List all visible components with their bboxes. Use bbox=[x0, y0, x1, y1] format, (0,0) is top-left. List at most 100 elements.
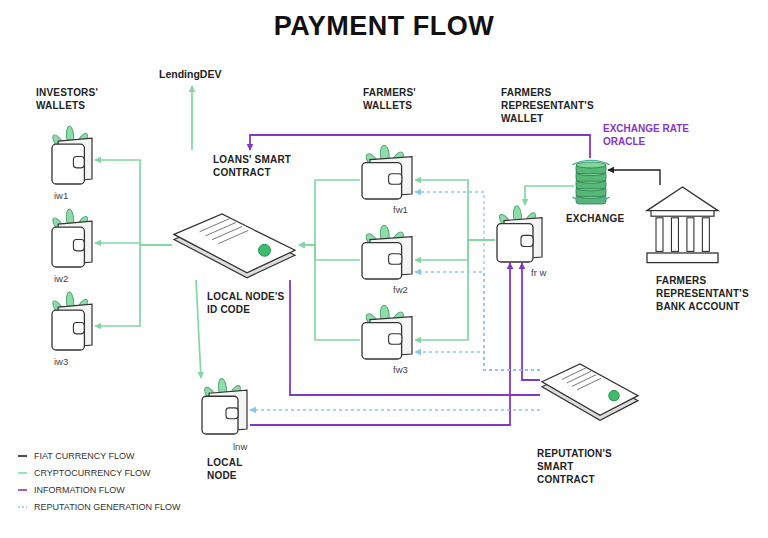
wallet-icon bbox=[50, 208, 95, 268]
wallet-icon bbox=[360, 145, 415, 200]
wallet-flap bbox=[389, 254, 402, 264]
wallet-node: FARMERS REPRESENTANT'S WALLETfr w bbox=[495, 205, 545, 263]
group-heading: INVESTORS' WALLETS bbox=[35, 86, 109, 112]
crypto-connector bbox=[191, 86, 193, 150]
crypto-connector bbox=[299, 245, 360, 260]
bank-node: FARMERS REPRESENTANT'S BANK ACCOUNT bbox=[645, 185, 720, 265]
wallet-node: iw2 bbox=[50, 208, 95, 268]
fiat-connector bbox=[608, 170, 660, 185]
tablet-icon bbox=[172, 212, 297, 278]
wallet-body bbox=[52, 144, 84, 184]
wallet-icon bbox=[50, 125, 95, 185]
legend-line bbox=[18, 455, 27, 457]
legend-text: REPUTATION GENERATION FLOW bbox=[34, 501, 181, 513]
wallet-node: iw3 bbox=[50, 291, 95, 351]
crypto-connector bbox=[299, 180, 360, 245]
wallet-icon bbox=[50, 291, 95, 351]
wallet-body bbox=[362, 163, 402, 199]
crypto-connector bbox=[525, 186, 574, 205]
wallet-body bbox=[497, 224, 533, 262]
node-label: iw1 bbox=[53, 189, 69, 202]
crypto-connector bbox=[415, 240, 495, 260]
coin-top bbox=[576, 162, 606, 168]
node-label: iw2 bbox=[53, 272, 69, 285]
info-connector bbox=[250, 135, 590, 158]
diagram-title: PAYMENT FLOW bbox=[0, 11, 768, 42]
rep-connector bbox=[250, 409, 540, 410]
wallet-icon bbox=[360, 225, 415, 280]
legend-line bbox=[18, 489, 27, 491]
rep-connector bbox=[415, 272, 540, 370]
legend-text: FIAT CURRENCY FLOW bbox=[34, 450, 135, 462]
exchange-node: EXCHANGE RATE ORACLEEXCHANGE bbox=[574, 158, 608, 204]
wallet-flap bbox=[73, 156, 84, 167]
tablet-face bbox=[542, 364, 638, 415]
node-sublabel: LOCAL NODE bbox=[206, 456, 268, 482]
wallet-node: fw2 bbox=[360, 225, 415, 280]
legend-line bbox=[18, 472, 27, 474]
group-heading: FARMERS' WALLETS bbox=[362, 86, 436, 112]
node-label: fw3 bbox=[392, 363, 409, 376]
smart-contract-node: REPUTATION'S SMART CONTRACT bbox=[540, 362, 640, 420]
text-line bbox=[200, 219, 230, 232]
node-label: LendingDEV bbox=[158, 68, 222, 81]
wallet-body bbox=[362, 323, 402, 359]
wallet-flap bbox=[521, 235, 533, 246]
text-line bbox=[562, 368, 586, 380]
info-connector bbox=[290, 280, 540, 395]
text-node: LendingDEV bbox=[150, 64, 242, 86]
node-sublabel: fr w bbox=[530, 266, 547, 279]
bank-column bbox=[702, 218, 709, 252]
wallet-body bbox=[362, 243, 402, 279]
legend-line bbox=[18, 506, 27, 508]
wallet-body bbox=[202, 396, 238, 434]
coins-icon bbox=[574, 158, 608, 204]
crypto-connector bbox=[299, 245, 360, 340]
text-line bbox=[567, 371, 591, 383]
bank-icon bbox=[645, 185, 720, 265]
exchange-arrow bbox=[572, 197, 609, 202]
node-label: LOANS' SMART CONTRACT bbox=[212, 153, 296, 179]
tablet-icon bbox=[540, 362, 640, 420]
crypto-connector bbox=[415, 240, 495, 340]
wallet-node: lnwLOCAL NODE bbox=[200, 378, 250, 435]
wallet-flap bbox=[389, 174, 402, 184]
crypto-connector bbox=[196, 280, 201, 378]
wallet-icon bbox=[200, 378, 250, 435]
wallet-flap bbox=[73, 239, 84, 250]
wallet-node: fw1 bbox=[360, 145, 415, 200]
bank-column bbox=[687, 218, 694, 252]
crypto-connector bbox=[95, 245, 172, 326]
crypto-connector bbox=[95, 160, 172, 245]
text-line bbox=[572, 375, 596, 387]
node-label: iw3 bbox=[53, 355, 69, 368]
rep-connector bbox=[415, 352, 540, 370]
node-label: fw1 bbox=[392, 203, 409, 216]
smart-contract-node: LOANS' SMART CONTRACTLOCAL NODE'S ID COD… bbox=[172, 150, 299, 280]
legend-text: CRYPTOCURRENCY FLOW bbox=[34, 467, 151, 479]
wallet-body bbox=[52, 310, 84, 350]
text-line bbox=[206, 223, 236, 236]
legend-line-sample bbox=[18, 487, 28, 493]
exchange-arrow bbox=[572, 160, 609, 165]
node-sublabel: EXCHANGE bbox=[565, 212, 625, 225]
wallet-node: iw1 bbox=[50, 125, 95, 185]
wallet-flap bbox=[226, 408, 238, 419]
legend-line-sample bbox=[18, 470, 28, 476]
legend-line-sample bbox=[18, 453, 28, 459]
crypto-connector bbox=[415, 180, 495, 240]
legend-text: INFORMATION FLOW bbox=[34, 484, 125, 496]
bank-column bbox=[656, 218, 663, 252]
status-dot bbox=[259, 244, 271, 256]
text-line bbox=[218, 230, 248, 243]
node-label: fw2 bbox=[392, 283, 409, 296]
tablet-face bbox=[174, 214, 295, 273]
bank-base bbox=[647, 253, 718, 263]
node-label: lnw bbox=[232, 440, 248, 453]
bank-beam bbox=[651, 211, 714, 217]
node-sublabel: LOCAL NODE'S ID CODE bbox=[206, 290, 288, 316]
bank-column bbox=[671, 218, 678, 252]
node-label: FARMERS REPRESENTANT'S WALLET bbox=[500, 86, 598, 125]
status-dot bbox=[609, 390, 619, 400]
info-connector bbox=[522, 263, 540, 380]
